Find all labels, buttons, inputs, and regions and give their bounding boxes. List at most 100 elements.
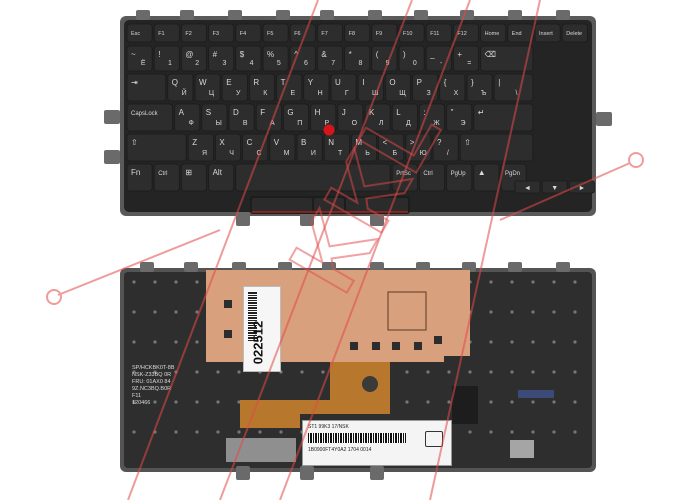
key[interactable]: XЧ: [214, 133, 241, 162]
rivet: [489, 430, 493, 434]
key[interactable]: ⇧: [126, 133, 187, 162]
key[interactable]: |\: [493, 73, 534, 102]
key[interactable]: F7: [316, 23, 343, 43]
key[interactable]: EУ: [221, 73, 248, 102]
keycap: [126, 103, 173, 132]
key[interactable]: CapsLock: [126, 103, 173, 132]
key[interactable]: Insert: [534, 23, 561, 43]
key[interactable]: PrtSc: [391, 163, 418, 192]
key[interactable]: ⌫: [480, 45, 534, 72]
key[interactable]: F5: [262, 23, 289, 43]
key[interactable]: F1: [153, 23, 180, 43]
key[interactable]: CС: [242, 133, 269, 162]
key[interactable]: Ctrl: [153, 163, 180, 192]
key-legend: F6: [294, 31, 300, 37]
key[interactable]: Ctrl: [418, 163, 445, 192]
key[interactable]: KЛ: [364, 103, 391, 132]
arrow-key[interactable]: ►: [569, 180, 595, 194]
key[interactable]: _-: [425, 45, 452, 72]
key[interactable]: $4: [235, 45, 262, 72]
key[interactable]: #3: [208, 45, 235, 72]
key[interactable]: F6: [289, 23, 316, 43]
rivet: [279, 430, 283, 434]
key-legend-secondary: 7: [331, 60, 335, 67]
key-legend-secondary: Ц: [209, 90, 215, 97]
key[interactable]: F10: [398, 23, 425, 43]
rivet: [552, 370, 556, 374]
key[interactable]: :Ж: [418, 103, 445, 132]
key[interactable]: BИ: [296, 133, 323, 162]
key-legend: F4: [240, 31, 246, 37]
key[interactable]: ⇧: [459, 133, 534, 162]
key[interactable]: F11: [425, 23, 452, 43]
key[interactable]: NТ: [323, 133, 350, 162]
key[interactable]: ↵: [473, 103, 534, 132]
key[interactable]: {Х: [439, 73, 466, 102]
key[interactable]: ?/: [432, 133, 459, 162]
key[interactable]: Esc: [126, 23, 153, 43]
key[interactable]: SЫ: [201, 103, 228, 132]
key[interactable]: YН: [303, 73, 330, 102]
key[interactable]: MЬ: [350, 133, 377, 162]
key[interactable]: ^6: [289, 45, 316, 72]
key[interactable]: Alt: [208, 163, 235, 192]
key[interactable]: TЕ: [276, 73, 303, 102]
key[interactable]: OЩ: [384, 73, 411, 102]
key[interactable]: RК: [248, 73, 275, 102]
key[interactable]: F3: [208, 23, 235, 43]
key[interactable]: F12: [452, 23, 479, 43]
key[interactable]: End: [507, 23, 534, 43]
trackpoint-nub[interactable]: [323, 124, 335, 136]
key[interactable]: "Э: [446, 103, 473, 132]
key[interactable]: FА: [255, 103, 282, 132]
arrow-key[interactable]: ◄: [514, 180, 541, 194]
key[interactable]: &7: [316, 45, 343, 72]
key[interactable]: *8: [344, 45, 371, 72]
key[interactable]: @2: [180, 45, 207, 72]
key[interactable]: )0: [398, 45, 425, 72]
key-legend: ▼: [551, 185, 558, 192]
key[interactable]: [235, 163, 391, 192]
key[interactable]: Delete: [561, 23, 588, 43]
rivet: [132, 340, 136, 344]
key[interactable]: ~Ё: [126, 45, 153, 72]
key[interactable]: +=: [452, 45, 479, 72]
key[interactable]: }Ъ: [466, 73, 493, 102]
middle-click-button[interactable]: [314, 198, 344, 212]
key[interactable]: PЗ: [412, 73, 439, 102]
right-click-button[interactable]: [346, 198, 408, 212]
key[interactable]: AФ: [174, 103, 201, 132]
key[interactable]: LД: [391, 103, 418, 132]
key[interactable]: F9: [371, 23, 398, 43]
key[interactable]: VМ: [269, 133, 296, 162]
key[interactable]: Fn: [126, 163, 153, 192]
key[interactable]: !1: [153, 45, 180, 72]
key[interactable]: WЦ: [194, 73, 221, 102]
key[interactable]: JО: [337, 103, 364, 132]
mounting-tab: [556, 10, 570, 20]
key[interactable]: (9: [371, 45, 398, 72]
key[interactable]: ▲: [473, 163, 500, 192]
key[interactable]: >Ю: [405, 133, 432, 162]
mounting-tab: [104, 110, 120, 124]
key[interactable]: UГ: [330, 73, 357, 102]
key[interactable]: %5: [262, 45, 289, 72]
arrow-key[interactable]: ▼: [541, 180, 568, 194]
key-legend: Insert: [539, 31, 553, 37]
key[interactable]: Home: [480, 23, 507, 43]
key[interactable]: F4: [235, 23, 262, 43]
key[interactable]: QЙ: [167, 73, 194, 102]
key-legend: ^: [294, 50, 298, 59]
left-click-button[interactable]: [252, 198, 312, 212]
key[interactable]: <Б: [378, 133, 405, 162]
key[interactable]: DВ: [228, 103, 255, 132]
key[interactable]: PgUp: [446, 163, 473, 192]
key-legend: E: [226, 78, 231, 87]
key[interactable]: ZЯ: [187, 133, 214, 162]
key[interactable]: GП: [282, 103, 309, 132]
key[interactable]: IШ: [357, 73, 384, 102]
key[interactable]: ⊞: [180, 163, 207, 192]
key[interactable]: F8: [344, 23, 371, 43]
key[interactable]: ⇥: [126, 73, 167, 102]
key[interactable]: F2: [180, 23, 207, 43]
